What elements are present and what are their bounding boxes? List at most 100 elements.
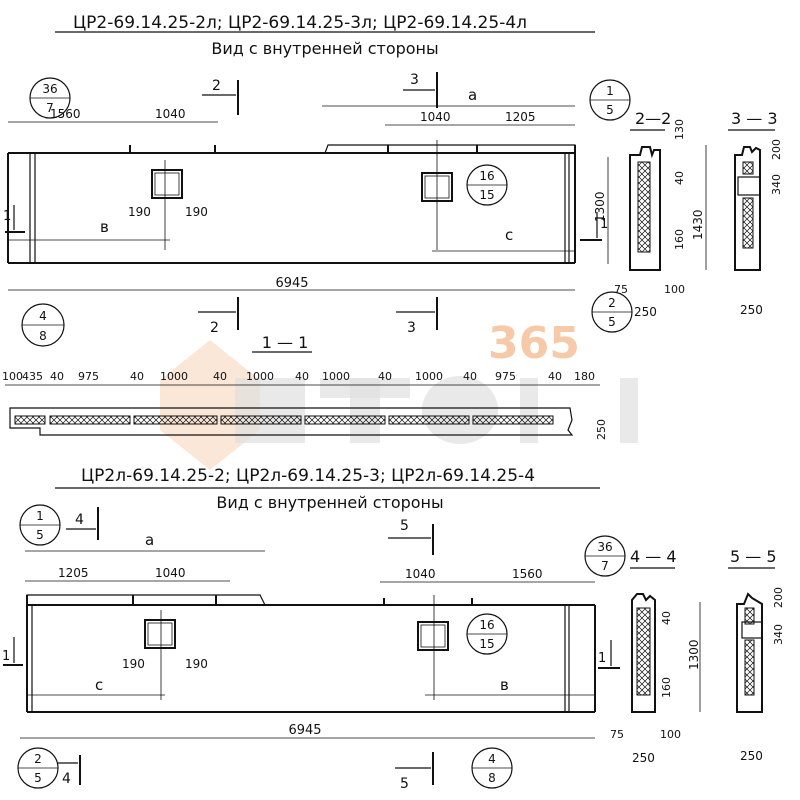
svg-text:1: 1 xyxy=(2,649,10,664)
section-1-1: 1 — 1 100 435 40 975 40 1000 40 1000 40 … xyxy=(2,333,608,440)
svg-text:3: 3 xyxy=(410,72,419,88)
svg-text:1000: 1000 xyxy=(246,370,274,383)
svg-text:4 — 4: 4 — 4 xyxy=(630,547,677,566)
svg-text:8: 8 xyxy=(39,329,47,343)
section-marker-2: 2 2 xyxy=(198,78,239,336)
top-subtitle: Вид с внутренней стороны xyxy=(211,39,438,58)
svg-text:975: 975 xyxy=(495,370,516,383)
dim-b-bottom: в xyxy=(500,676,509,694)
svg-text:40: 40 xyxy=(295,370,309,383)
svg-text:100: 100 xyxy=(660,728,681,741)
dim-c-bottom: c xyxy=(95,676,103,694)
section-marker-4: 4 4 xyxy=(58,507,99,787)
svg-text:4: 4 xyxy=(488,752,496,766)
svg-text:15: 15 xyxy=(479,637,494,651)
svg-text:1000: 1000 xyxy=(160,370,188,383)
svg-text:200: 200 xyxy=(770,139,783,160)
dim-1040-bottom-right: 1040 xyxy=(405,567,436,581)
svg-text:36: 36 xyxy=(597,540,612,554)
svg-text:180: 180 xyxy=(574,370,595,383)
section-marker-3: 3 3 xyxy=(396,72,438,336)
opening-dim-right: 190 xyxy=(185,205,208,219)
svg-text:4: 4 xyxy=(75,512,84,528)
svg-text:1000: 1000 xyxy=(415,370,443,383)
callout-2-5-bottom: 2 5 xyxy=(17,747,59,789)
svg-text:15: 15 xyxy=(479,188,494,202)
callout-1-5-bottom: 1 5 xyxy=(19,504,61,546)
svg-text:8: 8 xyxy=(488,771,496,785)
section-marker-5: 5 5 xyxy=(388,518,434,792)
svg-text:40: 40 xyxy=(673,171,686,185)
svg-text:5: 5 xyxy=(400,776,409,792)
dim-1560: 1560 xyxy=(50,107,81,121)
svg-text:975: 975 xyxy=(78,370,99,383)
svg-text:250: 250 xyxy=(740,749,763,763)
top-panel-elevation xyxy=(7,140,576,264)
svg-text:75: 75 xyxy=(610,728,624,741)
svg-text:1300: 1300 xyxy=(687,639,701,670)
svg-text:2: 2 xyxy=(608,296,616,310)
dim-a: a xyxy=(468,86,477,104)
svg-text:250: 250 xyxy=(634,305,657,319)
svg-text:160: 160 xyxy=(673,229,686,250)
svg-text:1: 1 xyxy=(606,84,614,98)
svg-text:36: 36 xyxy=(42,82,57,96)
opening-dim-left-bottom: 190 xyxy=(122,657,145,671)
dim-1040-right: 1040 xyxy=(420,110,451,124)
section-2-2: 2—2 130 40 1430 160 75 100 250 xyxy=(614,109,707,319)
dim-1560-bottom: 1560 xyxy=(512,567,543,581)
svg-text:4: 4 xyxy=(62,771,71,787)
svg-text:40: 40 xyxy=(213,370,227,383)
svg-text:40: 40 xyxy=(378,370,392,383)
svg-text:1 — 1: 1 — 1 xyxy=(262,333,309,352)
svg-text:40: 40 xyxy=(548,370,562,383)
svg-text:2—2: 2—2 xyxy=(635,109,671,128)
opening-dim-left: 190 xyxy=(128,205,151,219)
svg-text:3 — 3: 3 — 3 xyxy=(731,109,778,128)
watermark-number: 365 xyxy=(488,318,580,369)
svg-text:250: 250 xyxy=(595,419,608,440)
svg-text:340: 340 xyxy=(770,174,783,195)
watermark: 365 xyxy=(160,318,638,470)
svg-text:7: 7 xyxy=(601,559,609,573)
callout-1-5: 1 5 xyxy=(589,79,631,121)
svg-text:1: 1 xyxy=(600,217,608,232)
svg-text:1: 1 xyxy=(3,209,11,224)
svg-text:160: 160 xyxy=(660,677,673,698)
svg-text:40: 40 xyxy=(463,370,477,383)
svg-text:1: 1 xyxy=(36,509,44,523)
section-5-5: 5 — 5 200 340 250 xyxy=(728,547,785,763)
svg-text:1: 1 xyxy=(598,651,606,666)
svg-text:40: 40 xyxy=(130,370,144,383)
svg-text:5 — 5: 5 — 5 xyxy=(730,547,777,566)
dim-1040-bottom: 1040 xyxy=(155,566,186,580)
svg-text:5: 5 xyxy=(400,518,409,534)
svg-text:16: 16 xyxy=(479,618,494,632)
callout-16-15-bottom: 16 15 xyxy=(466,613,508,655)
svg-text:200: 200 xyxy=(772,587,785,608)
callout-4-8: 4 8 xyxy=(21,303,65,347)
section-4-4: 4 — 4 40 1300 160 75 100 250 xyxy=(610,547,701,765)
svg-text:1000: 1000 xyxy=(322,370,350,383)
dim-1205: 1205 xyxy=(505,110,536,124)
dim-a-bottom: a xyxy=(145,531,154,549)
overall-length-bottom: 6945 xyxy=(288,723,321,738)
dim-1040: 1040 xyxy=(155,107,186,121)
svg-text:100: 100 xyxy=(664,283,685,296)
bottom-title: ЦР2л-69.14.25-2; ЦР2л-69.14.25-3; ЦР2л-6… xyxy=(81,466,535,486)
svg-text:5: 5 xyxy=(606,103,614,117)
callout-16-15: 16 15 xyxy=(466,164,508,206)
svg-text:2: 2 xyxy=(212,78,221,94)
svg-text:435: 435 xyxy=(22,370,43,383)
svg-text:7: 7 xyxy=(46,101,54,115)
svg-text:40: 40 xyxy=(50,370,64,383)
svg-text:2: 2 xyxy=(34,752,42,766)
height-dim: 1300 xyxy=(593,191,607,222)
overall-length: 6945 xyxy=(275,276,308,291)
svg-text:5: 5 xyxy=(608,315,616,329)
svg-text:2: 2 xyxy=(210,320,219,336)
dim-b: в xyxy=(100,218,109,236)
opening-dim-right-bottom: 190 xyxy=(185,657,208,671)
svg-text:40: 40 xyxy=(660,611,673,625)
